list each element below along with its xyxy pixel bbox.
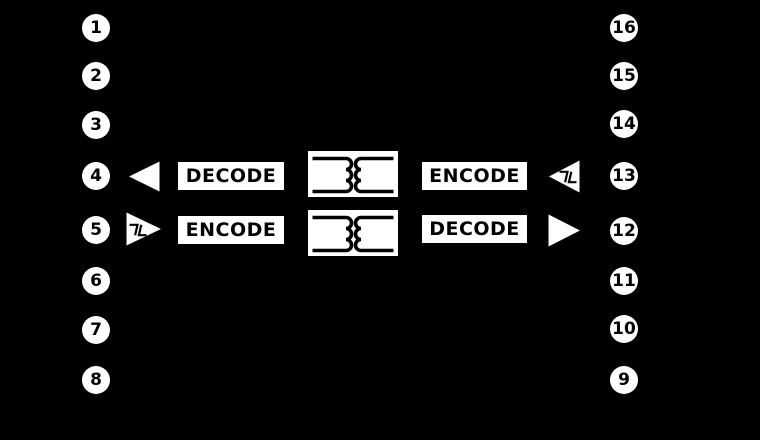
pin-13-circle: 13 <box>610 162 638 190</box>
decode-block-channel1: DECODE <box>178 162 284 190</box>
pin-6-circle: 6 <box>82 267 110 295</box>
pin-16-circle: 16 <box>610 14 638 42</box>
schmitt-input-buffer-right-icon <box>126 212 161 246</box>
encode-block-channel1: ENCODE <box>422 162 527 190</box>
pin-10-circle: 10 <box>610 315 638 343</box>
pin-1-circle: 1 <box>82 14 110 42</box>
pin-5-circle: 5 <box>82 216 110 244</box>
pin-9-circle: 9 <box>610 366 638 394</box>
transformer-coupler-icon <box>308 210 398 256</box>
pin-4-circle: 4 <box>82 162 110 190</box>
pin-12-circle: 12 <box>610 217 638 245</box>
pin-3-circle: 3 <box>82 111 110 139</box>
pin-2-circle: 2 <box>82 62 110 90</box>
transformer-coupler-icon <box>308 151 398 197</box>
pin-15-circle: 15 <box>610 62 638 90</box>
decode-block-channel2: DECODE <box>422 215 527 243</box>
output-buffer-left-icon <box>129 161 160 192</box>
pin-8-circle: 8 <box>82 366 110 394</box>
encode-block-channel2: ENCODE <box>178 216 284 244</box>
pin-7-circle: 7 <box>82 316 110 344</box>
output-buffer-right-icon <box>548 214 580 247</box>
hysteresis-icon <box>129 223 147 237</box>
pin-11-circle: 11 <box>610 267 638 295</box>
pin-14-circle: 14 <box>610 110 638 138</box>
schmitt-input-buffer-left-icon <box>549 160 580 193</box>
hysteresis-icon <box>559 170 577 184</box>
